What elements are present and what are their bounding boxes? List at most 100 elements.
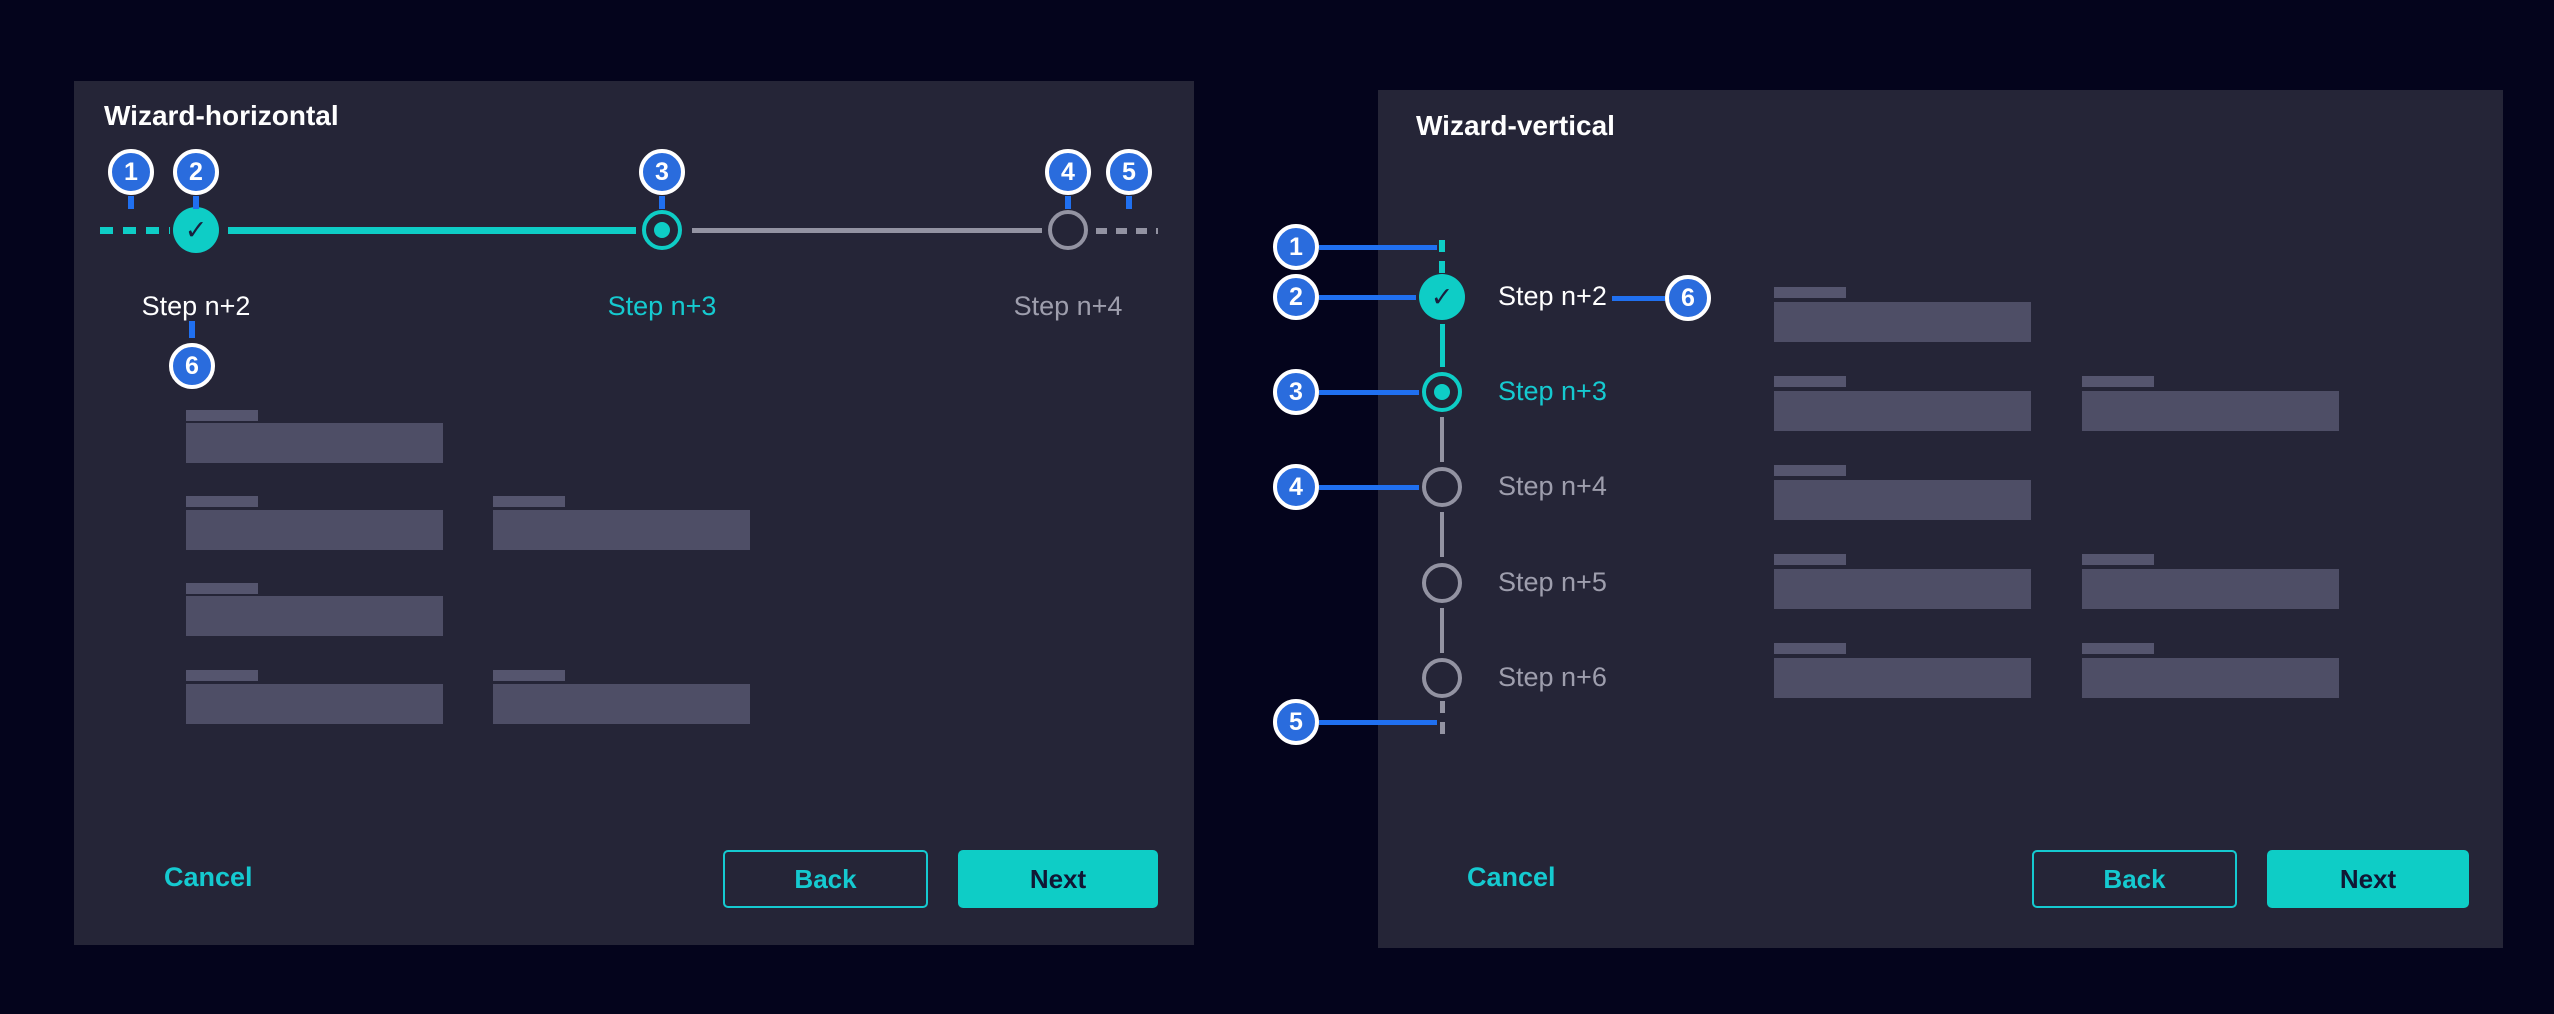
- skeleton-input-bar: [186, 684, 443, 724]
- annotation-badge-3-label: 3: [1289, 377, 1303, 406]
- wizard-vertical-title: Wizard-vertical: [1416, 110, 1615, 141]
- annotation-badge-4: 4: [1045, 149, 1091, 195]
- step-label-upcoming[interactable]: Step n+5: [1498, 567, 1607, 597]
- step-upcoming-indicator[interactable]: [1048, 210, 1088, 250]
- annotation-leader-line: [1319, 720, 1437, 725]
- back-button[interactable]: Back: [2032, 850, 2237, 908]
- skeleton-input-bar: [493, 684, 750, 724]
- skeleton-input-bar: [2082, 569, 2339, 609]
- annotation-tick: [128, 196, 134, 209]
- check-icon: ✓: [184, 214, 208, 245]
- next-button[interactable]: Next: [958, 850, 1158, 908]
- annotation-tick: [659, 196, 665, 209]
- annotation-badge-2: 2: [173, 149, 219, 195]
- skeleton-label-bar: [1774, 465, 1846, 476]
- skeleton-input-bar: [186, 596, 443, 636]
- step-upcoming-indicator[interactable]: [1422, 658, 1462, 698]
- stepper-leading-dashes: [100, 227, 170, 234]
- stepper-trailing-dashes: [1096, 228, 1158, 234]
- stepper-upcoming-line: [1440, 417, 1444, 462]
- annotation-tick: [1126, 196, 1132, 209]
- current-step-dot-icon: [654, 222, 670, 238]
- skeleton-label-bar: [2082, 643, 2154, 654]
- annotation-badge-5-label: 5: [1289, 707, 1303, 736]
- next-button[interactable]: Next: [2267, 850, 2469, 908]
- annotation-badge-4: 4: [1273, 464, 1319, 510]
- step-label-upcoming[interactable]: Step n+4: [1013, 291, 1123, 321]
- skeleton-input-bar: [493, 510, 750, 550]
- stepper-leading-dashes: [1439, 240, 1445, 273]
- annotation-badge-4-label: 4: [1289, 472, 1303, 501]
- step-label-current[interactable]: Step n+3: [607, 291, 717, 321]
- annotation-badge-2-label: 2: [189, 157, 203, 186]
- step-upcoming-indicator[interactable]: [1422, 467, 1462, 507]
- skeleton-label-bar: [1774, 287, 1846, 298]
- check-icon: ✓: [1430, 281, 1454, 312]
- annotation-badge-1-label: 1: [1289, 232, 1303, 261]
- step-label-completed[interactable]: Step n+2: [1498, 281, 1607, 311]
- skeleton-input-bar: [2082, 391, 2339, 431]
- annotation-badge-6: 6: [169, 343, 215, 389]
- annotation-badge-1-label: 1: [124, 157, 138, 186]
- annotation-tick: [193, 196, 199, 209]
- skeleton-input-bar: [1774, 480, 2031, 520]
- skeleton-label-bar: [493, 496, 565, 507]
- skeleton-input-bar: [1774, 391, 2031, 431]
- skeleton-input-bar: [1774, 302, 2031, 342]
- stepper-completed-line: [228, 227, 636, 234]
- back-button[interactable]: Back: [723, 850, 928, 908]
- step-current-indicator[interactable]: [1422, 372, 1462, 412]
- annotation-badge-2-label: 2: [1289, 282, 1303, 311]
- step-completed-indicator[interactable]: ✓: [1419, 274, 1465, 320]
- step-current-indicator[interactable]: [642, 210, 682, 250]
- stepper-upcoming-line: [1440, 512, 1444, 557]
- annotation-badge-5-label: 5: [1122, 157, 1136, 186]
- skeleton-label-bar: [186, 670, 258, 681]
- step-label-upcoming[interactable]: Step n+4: [1498, 471, 1607, 501]
- stepper-upcoming-line: [692, 228, 1042, 233]
- skeleton-input-bar: [2082, 658, 2339, 698]
- stepper-trailing-dashes: [1440, 701, 1445, 734]
- annotation-badge-5: 5: [1106, 149, 1152, 195]
- skeleton-input-bar: [1774, 658, 2031, 698]
- cancel-button[interactable]: Cancel: [164, 862, 253, 892]
- annotation-badge-3-label: 3: [655, 157, 669, 186]
- annotation-badge-3: 3: [1273, 369, 1319, 415]
- annotation-leader-line: [1319, 295, 1416, 300]
- skeleton-label-bar: [2082, 376, 2154, 387]
- skeleton-label-bar: [2082, 554, 2154, 565]
- annotation-badge-5: 5: [1273, 699, 1319, 745]
- annotation-badge-1: 1: [108, 149, 154, 195]
- annotation-badge-2: 2: [1273, 274, 1319, 320]
- step-label-upcoming[interactable]: Step n+6: [1498, 662, 1607, 692]
- annotation-tick: [1065, 196, 1071, 209]
- skeleton-label-bar: [186, 583, 258, 594]
- step-label-current[interactable]: Step n+3: [1498, 376, 1607, 406]
- annotation-badge-4-label: 4: [1061, 157, 1075, 186]
- skeleton-label-bar: [493, 670, 565, 681]
- annotation-badge-3: 3: [639, 149, 685, 195]
- step-label-completed[interactable]: Step n+2: [141, 291, 251, 321]
- annotation-badge-1: 1: [1273, 224, 1319, 270]
- skeleton-label-bar: [1774, 376, 1846, 387]
- skeleton-label-bar: [186, 496, 258, 507]
- skeleton-input-bar: [186, 423, 443, 463]
- annotation-badge-6-label: 6: [185, 351, 199, 380]
- skeleton-label-bar: [1774, 554, 1846, 565]
- annotation-leader-line: [1319, 245, 1437, 250]
- annotation-tick: [189, 321, 195, 338]
- wizard-horizontal-title: Wizard-horizontal: [104, 100, 339, 131]
- stepper-upcoming-line: [1440, 608, 1444, 653]
- current-step-dot-icon: [1434, 384, 1450, 400]
- cancel-button[interactable]: Cancel: [1467, 862, 1556, 892]
- annotation-badge-6-label: 6: [1681, 283, 1695, 312]
- annotation-badge-6: 6: [1665, 275, 1711, 321]
- skeleton-label-bar: [186, 410, 258, 421]
- skeleton-input-bar: [1774, 569, 2031, 609]
- step-completed-indicator[interactable]: ✓: [173, 207, 219, 253]
- skeleton-label-bar: [1774, 643, 1846, 654]
- stepper-completed-line: [1440, 324, 1445, 367]
- step-upcoming-indicator[interactable]: [1422, 563, 1462, 603]
- annotation-leader-line: [1319, 390, 1419, 395]
